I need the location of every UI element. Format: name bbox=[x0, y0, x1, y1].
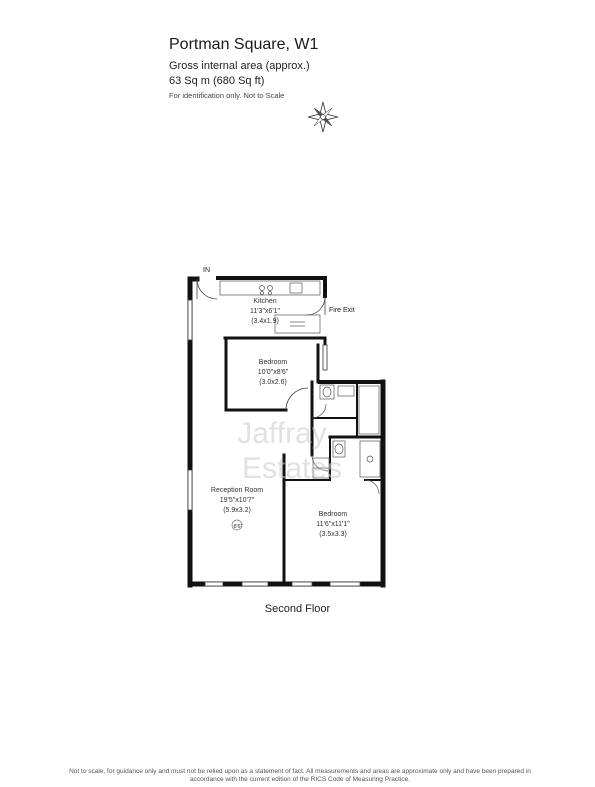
kitchen-units bbox=[219, 280, 321, 334]
reception-metric: (5.9x3.2) bbox=[223, 507, 251, 514]
property-title: Portman Square, W1 bbox=[169, 36, 319, 53]
kitchen-metric: (3.4x1.9) bbox=[251, 318, 279, 325]
bathroom-fixtures bbox=[311, 384, 380, 435]
compass-icon bbox=[307, 101, 339, 133]
entrance-label: IN bbox=[203, 267, 210, 274]
watermark-line-2: Estates bbox=[242, 452, 342, 485]
area-value: 63 Sq m (680 Sq ft) bbox=[169, 75, 265, 87]
bedroom-door bbox=[285, 387, 309, 411]
reception-name: Reception Room bbox=[211, 487, 263, 494]
entrance-door bbox=[196, 278, 218, 300]
identification-note: For identification only. Not to Scale bbox=[169, 91, 285, 100]
ceiling-note: 8'6" bbox=[233, 524, 242, 530]
kitchen-imperial: 11'3"x6'1" bbox=[250, 308, 281, 315]
kitchen-name: Kitchen bbox=[253, 298, 276, 305]
fire-exit-label: Fire Exit bbox=[329, 307, 355, 314]
bedroom1-metric: (3.0x2.6) bbox=[259, 379, 287, 386]
bedroom2-name: Bedroom bbox=[319, 511, 348, 518]
area-label: Gross internal area (approx.) bbox=[169, 60, 310, 72]
ensuite-fixtures bbox=[311, 440, 381, 495]
windows bbox=[187, 299, 361, 587]
watermark-line-1: Jaffray bbox=[237, 417, 327, 450]
bedroom1-imperial: 10'0"x8'6" bbox=[258, 369, 289, 376]
floor-label: Second Floor bbox=[264, 603, 331, 615]
bedroom2-metric: (3.5x3.3) bbox=[319, 531, 347, 538]
walls bbox=[187, 276, 386, 588]
bedroom1-name: Bedroom bbox=[259, 359, 288, 366]
bedroom2-imperial: 11'6"x11'1" bbox=[316, 521, 350, 528]
disclaimer: Not to scale, for guidance only and must… bbox=[69, 768, 531, 783]
reception-imperial: 19'5"x10'7" bbox=[220, 497, 255, 504]
cupboard bbox=[312, 457, 330, 479]
ceiling-light-icon bbox=[231, 519, 243, 531]
fire-exit-door bbox=[306, 296, 326, 316]
